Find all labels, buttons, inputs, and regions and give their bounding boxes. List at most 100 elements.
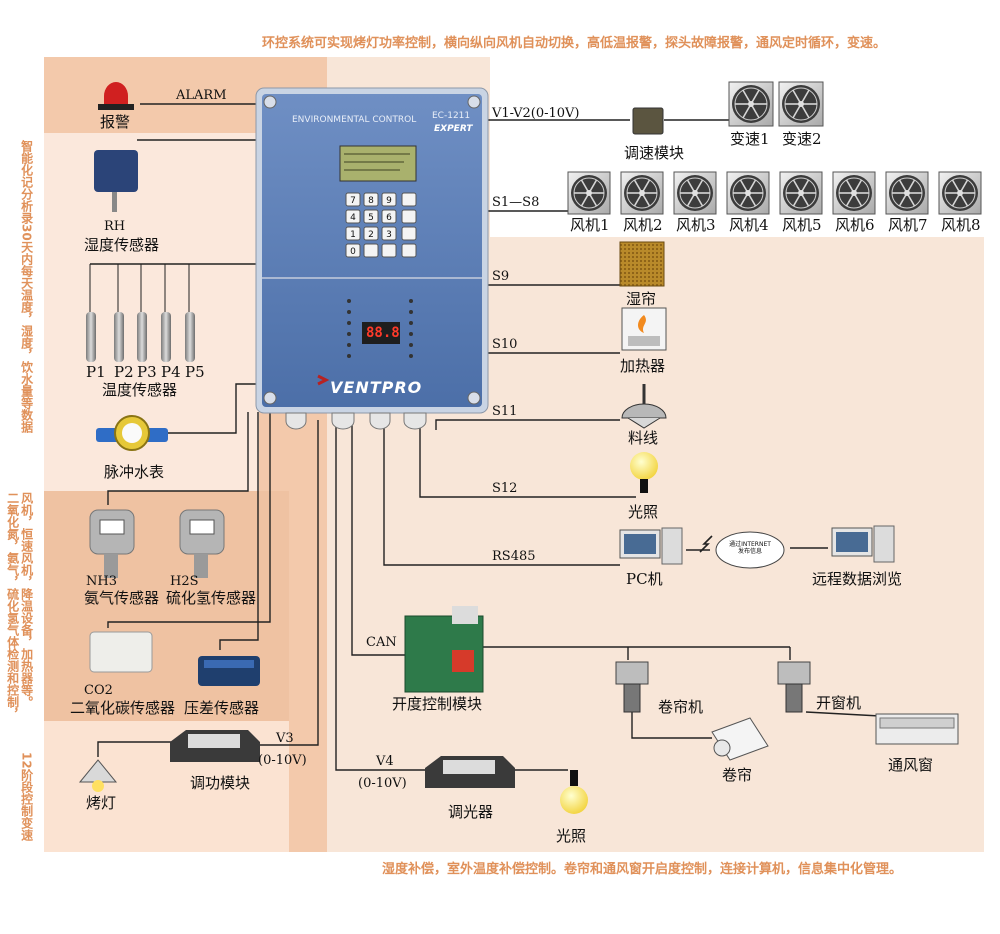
h2s-sensor-icon: [179, 509, 225, 578]
v4-range-label: (0-10V): [358, 776, 407, 791]
fan-label: 风机5: [782, 216, 822, 234]
svg-text:3: 3: [386, 230, 392, 240]
fan-icons: [567, 81, 982, 215]
remote-browsing-label: 远程数据浏览: [812, 570, 903, 588]
controller-led-display: 88.8: [366, 325, 400, 341]
keypad-key: 2: [363, 226, 379, 241]
fan-icon: [832, 171, 876, 215]
light-label-2: 光照: [556, 827, 587, 845]
svg-text:4: 4: [350, 213, 356, 223]
curtain-machine-label: 卷帘机: [658, 698, 704, 716]
light-bulb-icon-2: [560, 770, 588, 814]
s11-label: S11: [492, 404, 518, 419]
rs485-label: RS485: [492, 549, 536, 564]
left-note-data-logging: 智能化记分析录30天内每天温度，湿度，饮水量等数据: [19, 140, 34, 433]
rh-label: RH: [104, 219, 126, 234]
light-label-1: 光照: [628, 503, 659, 521]
feed-line-label: 料线: [628, 429, 659, 447]
heat-lamp-label: 烤灯: [86, 794, 117, 812]
variable-fan-label: 变速2: [782, 130, 822, 148]
controller-brand-logo: VENTPRO: [330, 378, 423, 397]
s1-s8-label: S1—S8: [492, 195, 540, 210]
internet-cloud-icon: [699, 531, 785, 569]
h2s-sensor-label: 硫化氢传感器: [166, 589, 257, 607]
fan-icon: [673, 171, 717, 215]
co2-label: CO2: [84, 683, 113, 698]
controller-model: EC-1211: [432, 111, 471, 121]
window-machine-label: 开窗机: [816, 694, 862, 712]
internet-label: 通过INTERNET发布信息: [729, 541, 771, 556]
probe-label: P1: [86, 363, 106, 381]
fan-label: 风机3: [676, 216, 716, 234]
fan-icon: [620, 171, 664, 215]
fan-icon: [938, 171, 982, 215]
svg-text:8: 8: [368, 196, 374, 206]
v3-label: V3: [276, 731, 294, 746]
keypad-key: 3: [381, 226, 397, 241]
co2-sensor-label: 二氧化碳传感器: [70, 699, 176, 717]
fan-label: 风机6: [835, 216, 875, 234]
probe-label: P3: [137, 363, 157, 381]
pc-icon: [619, 527, 683, 565]
fan-label: 风机2: [623, 216, 663, 234]
probe-label: P5: [185, 363, 205, 381]
keypad-key: 4: [345, 209, 361, 224]
left-note-gas-detection: 二氧化氮，氨气，硫化氢气体检测和控制，: [5, 492, 20, 720]
power-module-icon: [170, 730, 260, 762]
probe-label: P4: [161, 363, 181, 381]
humidity-sensor-label: 湿度传感器: [84, 236, 160, 254]
fan-icon: [778, 81, 824, 127]
controller-edition: EXPERT: [434, 124, 473, 134]
nh3-label: NH3: [86, 574, 117, 589]
heat-lamp-icon: [78, 759, 118, 792]
vent-window-label: 通风窗: [888, 756, 934, 774]
bottom-note: 湿度补偿，室外温度补偿控制。卷帘和通风窗开启度控制，连接计算机，信息集中化管理。: [382, 862, 903, 877]
remote-pc-icon: [831, 525, 895, 563]
fan-label: 风机4: [729, 216, 769, 234]
window-machine-icon: [777, 661, 811, 713]
curtain-roll-icon: [711, 717, 769, 761]
heater-icon: [621, 307, 667, 351]
fan-label: 风机8: [941, 216, 981, 234]
feed-line-icon: [621, 384, 667, 429]
wet-curtain-icon: [619, 241, 665, 287]
co2-sensor-icon: [89, 631, 153, 673]
dimmer-icon: [425, 756, 515, 788]
svg-text:9: 9: [386, 196, 392, 206]
can-label: CAN: [366, 635, 397, 650]
humidity-sensor-icon: [94, 150, 138, 212]
keypad-key: 8: [363, 192, 379, 207]
keypad-key: 1: [345, 226, 361, 241]
power-module-label: 调功模块: [190, 774, 251, 792]
v1-v2-label: V1-V2(0-10V): [492, 106, 580, 121]
svg-text:7: 7: [350, 196, 356, 206]
keypad-key: 6: [381, 209, 397, 224]
opening-control-module-icon: [404, 606, 484, 693]
light-bulb-icon-1: [630, 452, 658, 493]
fan-icon: [779, 171, 823, 215]
keypad-function-key: [401, 209, 417, 224]
fan-label: 风机1: [570, 216, 610, 234]
water-meter-icon: [96, 415, 168, 451]
pressure-sensor-icon: [198, 656, 260, 686]
curtain-label: 卷帘: [722, 766, 753, 784]
fan-icon: [726, 171, 770, 215]
controller-title: ENVIRONMENTAL CONTROL: [292, 115, 417, 125]
keypad-key: 0: [345, 243, 361, 258]
fan-icon: [567, 171, 611, 215]
keypad-key: 9: [381, 192, 397, 207]
variable-fan-label: 变速1: [730, 130, 770, 148]
keypad-function-key: [401, 192, 417, 207]
top-note: 环控系统可实现烤灯功率控制，横向纵向风机自动切换，高低温报警，探头故障报警，通风…: [262, 36, 887, 51]
temperature-probe-icons: [86, 264, 195, 362]
svg-text:0: 0: [350, 247, 356, 257]
nh3-sensor-label: 氨气传感器: [84, 589, 160, 607]
svg-text:5: 5: [368, 213, 374, 223]
alarm-label: 报警: [100, 113, 131, 131]
vent-window-icon: [875, 713, 959, 745]
s9-label: S9: [492, 269, 510, 284]
left-note-stages: 12阶段控制变速: [19, 752, 34, 841]
